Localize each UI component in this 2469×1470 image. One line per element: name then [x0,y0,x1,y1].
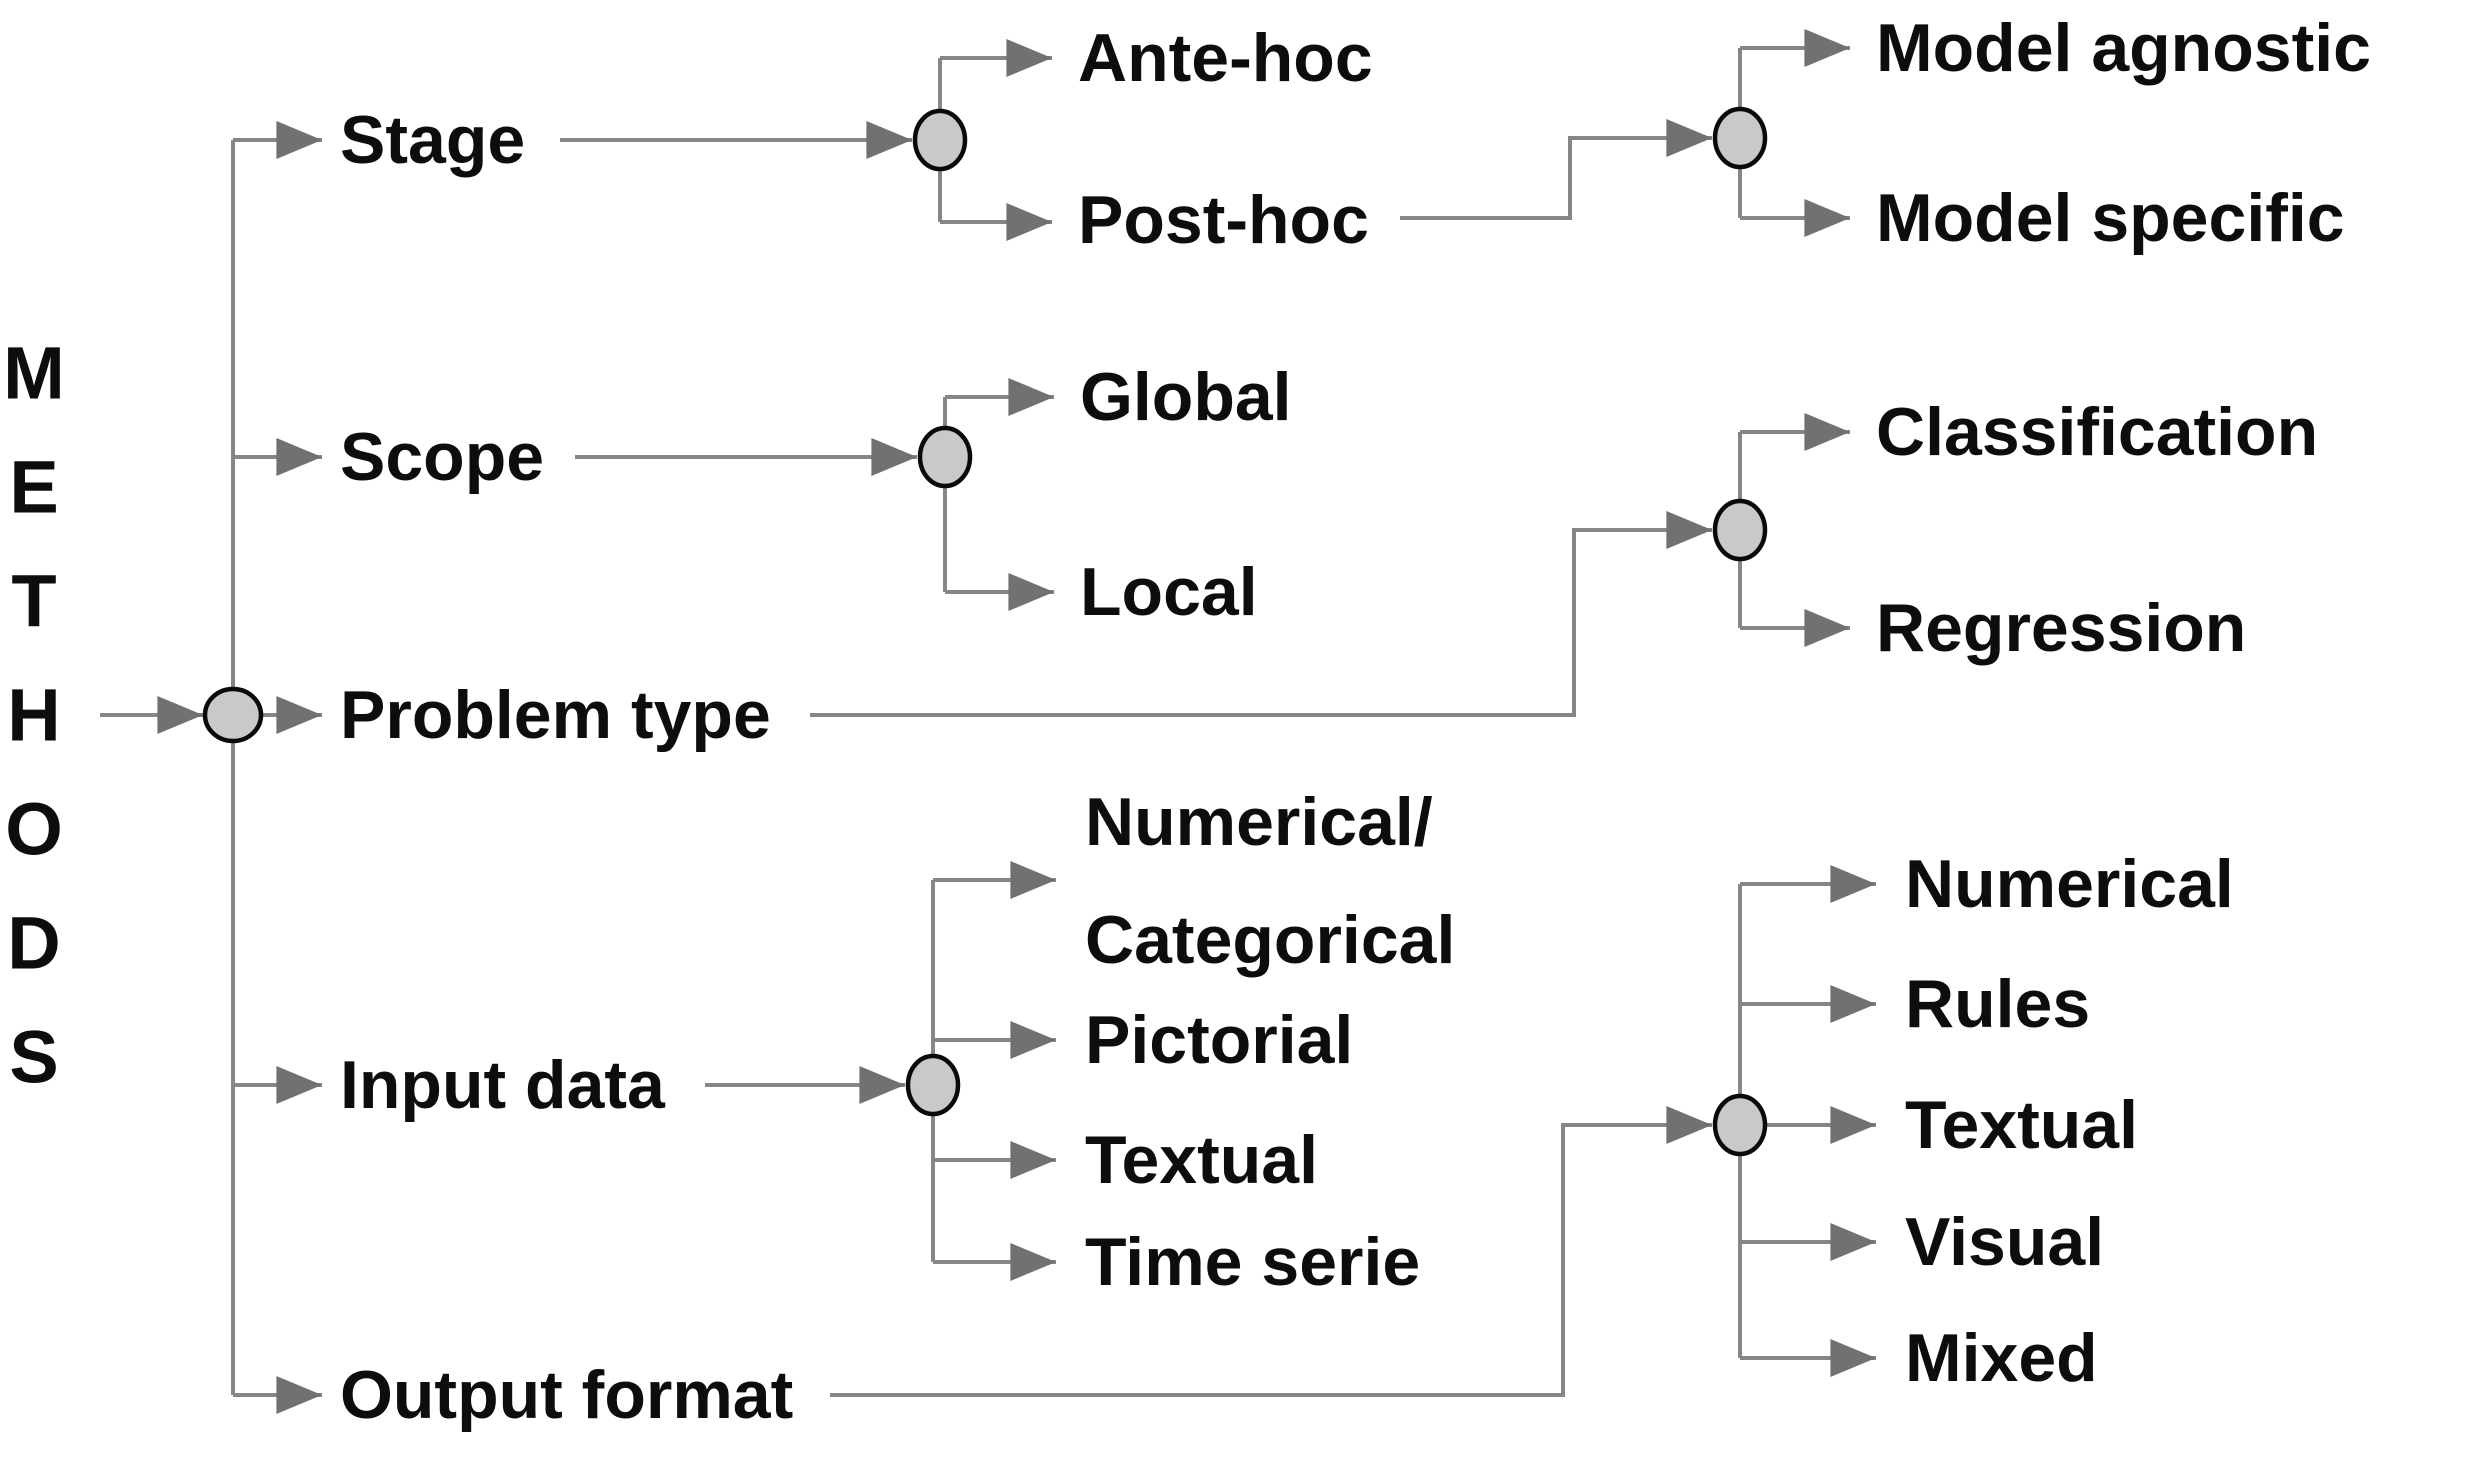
methods-title-letter: M [3,332,65,415]
label-model-specific: Model specific [1876,180,2345,256]
edge-output-to-junction [830,1106,1712,1397]
label-rules: Rules [1905,966,2090,1042]
junction-root [202,686,264,744]
label-scope: Scope [340,419,544,495]
junction-stage [912,108,968,172]
methods-title-letter: O [5,788,63,871]
methods-title-letter: D [7,902,60,985]
label-pictorial: Pictorial [1085,1002,1353,1078]
junction-input [905,1053,961,1117]
junction-output [1712,1093,1768,1157]
label-numerical-categorical-line2: Categorical [1085,902,1455,978]
label-model-agnostic: Model agnostic [1876,10,2371,86]
label-regression: Regression [1876,590,2246,666]
junction-problem [1712,498,1768,562]
label-numerical-categorical-line1: Numerical/ [1085,784,1433,860]
label-visual: Visual [1905,1204,2104,1280]
methods-title-letter: S [9,1016,58,1099]
label-textual-input: Textual [1085,1122,1318,1198]
label-local: Local [1080,554,1258,630]
label-global: Global [1080,359,1292,435]
label-time-serie: Time serie [1085,1224,1420,1300]
label-classification: Classification [1876,394,2318,470]
junction-model [1712,106,1768,170]
junction-scope [917,425,973,489]
methods-title-letter: H [7,674,60,757]
junction-nodes-layer [202,106,1768,1157]
label-ante-hoc: Ante-hoc [1078,20,1373,96]
methods-title-letter: T [11,560,56,643]
edge-problem-to-junction [810,511,1712,717]
label-numerical-output: Numerical [1905,846,2234,922]
label-post-hoc: Post-hoc [1078,182,1369,258]
label-problem-type: Problem type [340,677,771,753]
label-mixed: Mixed [1905,1320,2098,1396]
label-input-data: Input data [340,1047,666,1123]
methods-title-letter: E [9,446,58,529]
label-stage: Stage [340,102,525,178]
label-output-format: Output format [340,1357,793,1433]
edge-post-hoc-to-model [1400,119,1712,220]
label-textual-output: Textual [1905,1087,2138,1163]
